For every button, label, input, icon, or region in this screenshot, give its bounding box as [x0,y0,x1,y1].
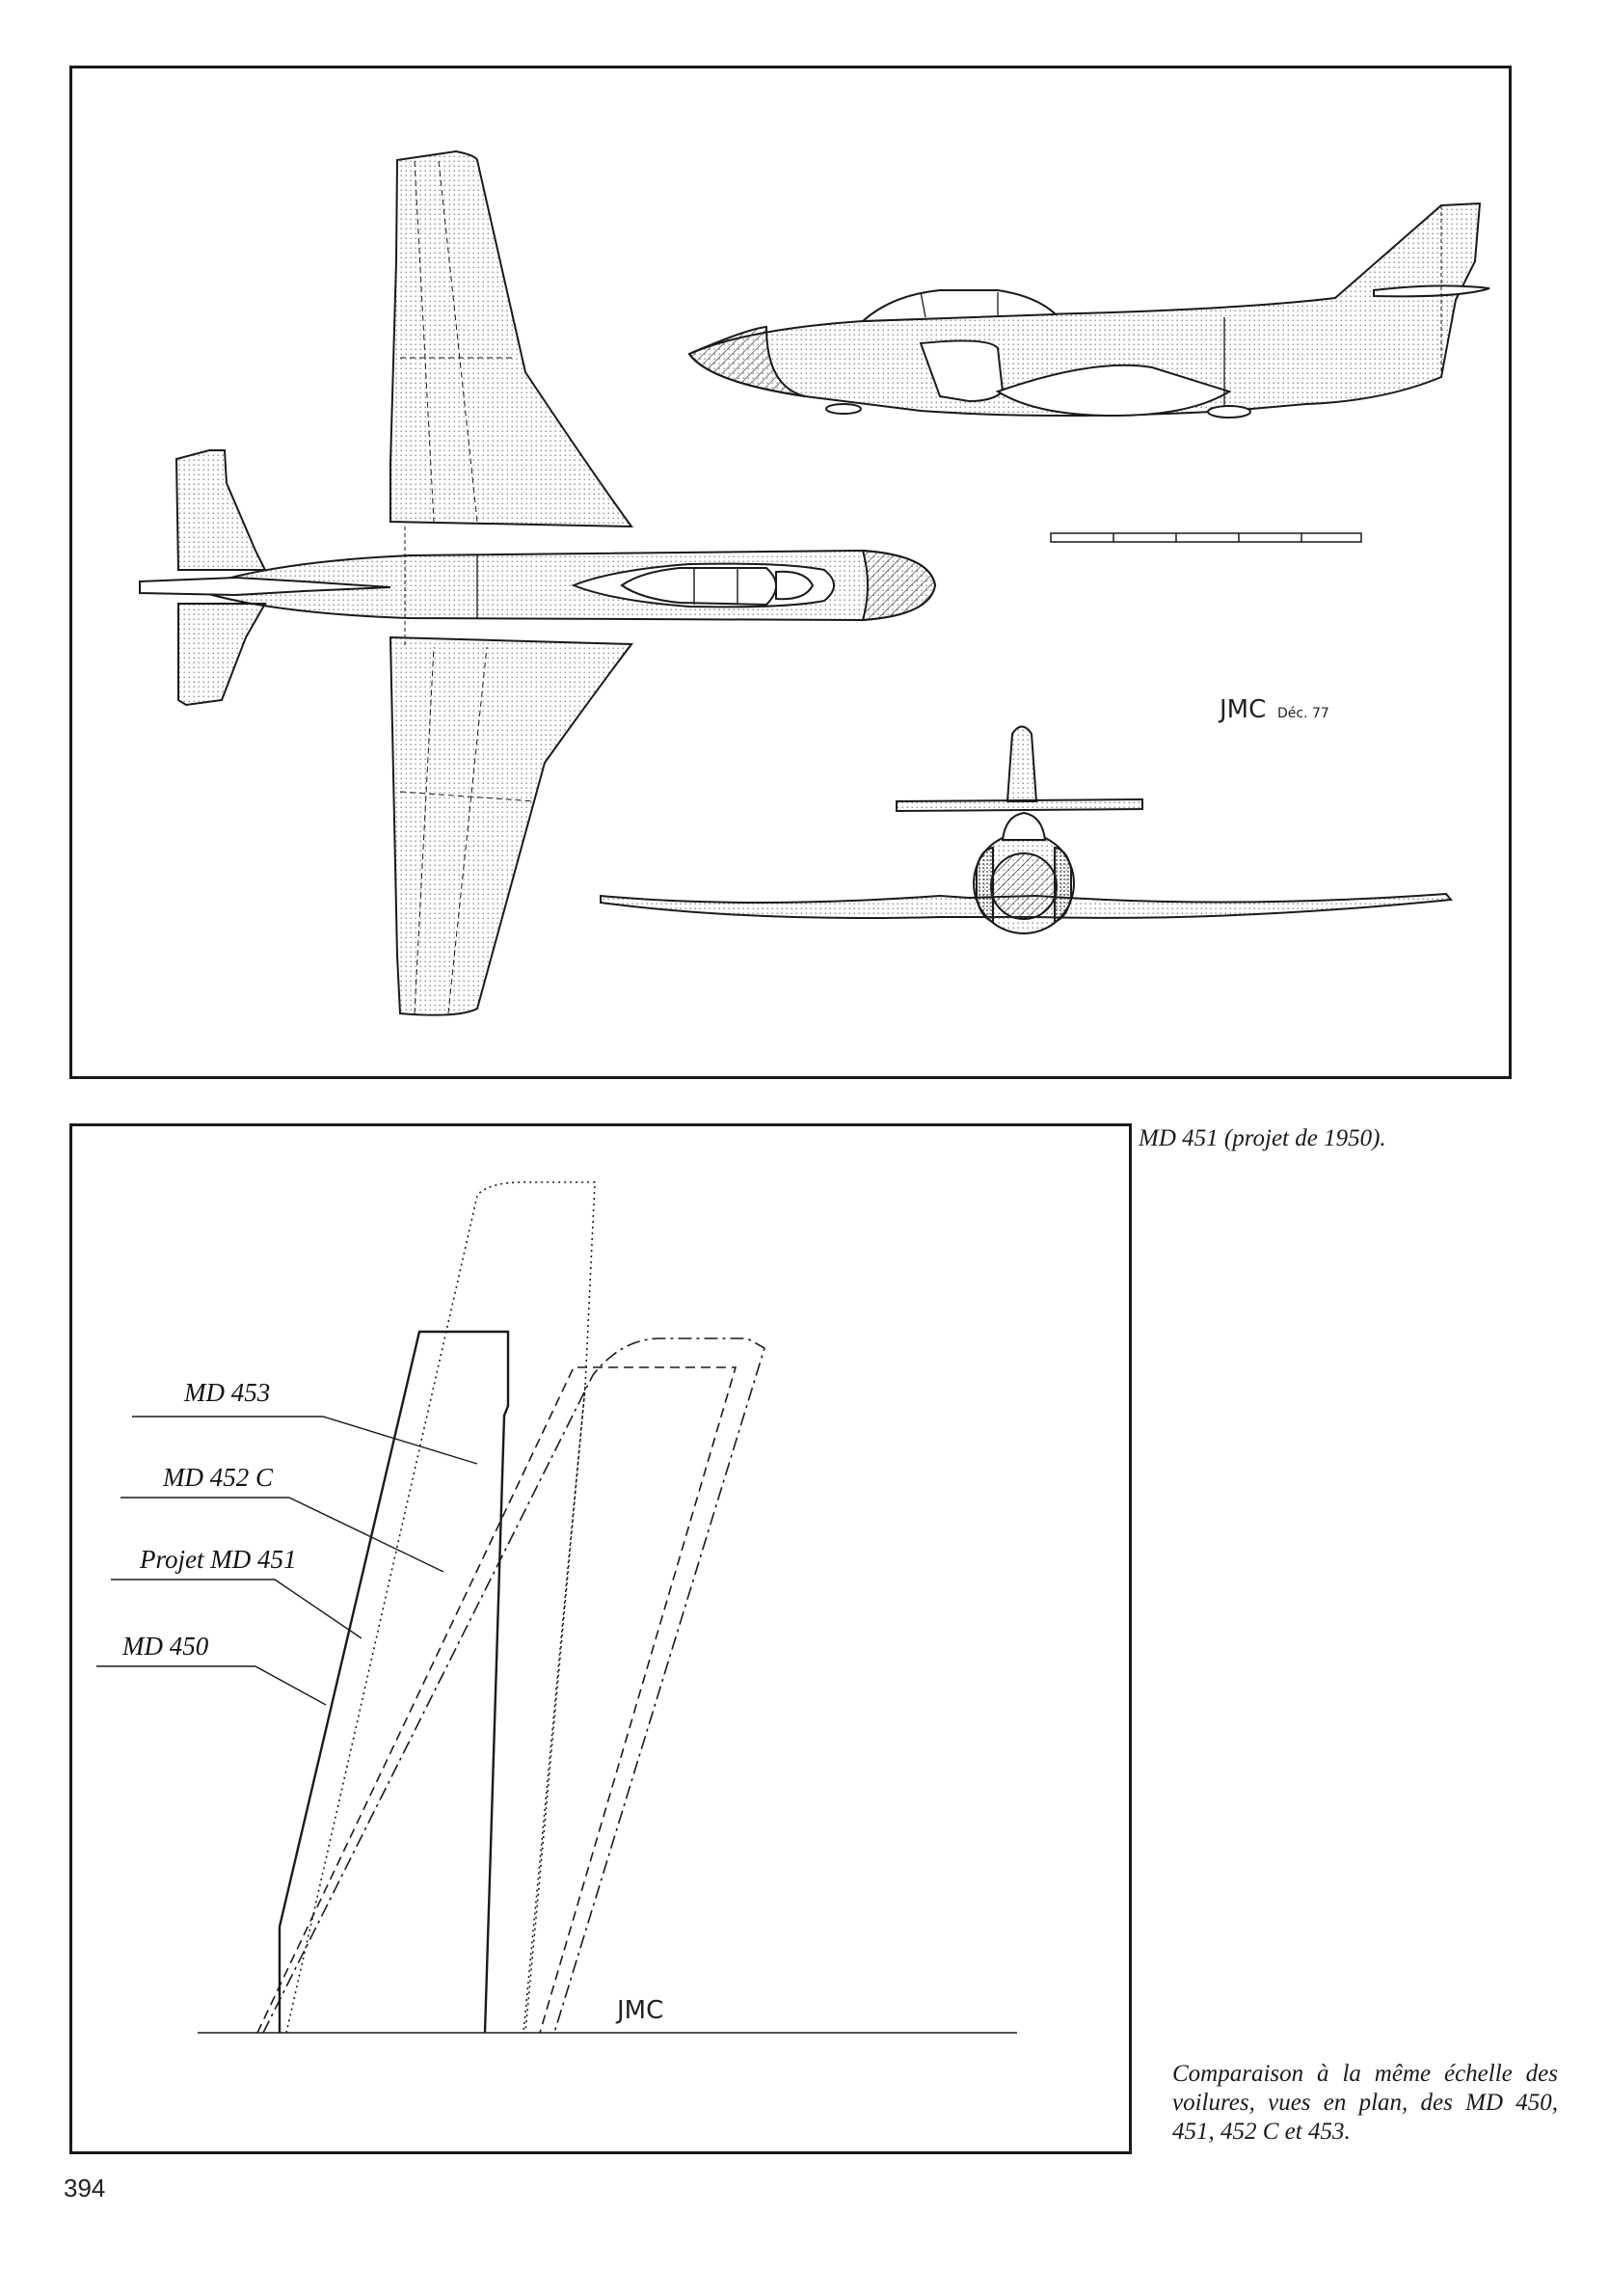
leader-md453 [132,1416,478,1465]
label-md453: MD 453 [183,1378,270,1407]
plan-view [139,149,937,1016]
md453-planform [256,1366,737,2034]
label-md452c: MD 452 C [162,1463,274,1492]
scale-bar [1050,532,1362,543]
front-view [600,725,1453,934]
wing-labels: MD 453 MD 452 C Projet MD 451 MD 450 [121,1378,296,1661]
label-md450: MD 450 [121,1632,209,1661]
md450-planform [278,1330,510,2034]
wing-comparison-frame: MD 453 MD 452 C Projet MD 451 MD 450 JMC [69,1123,1132,2154]
wing-comparison-drawing: MD 453 MD 452 C Projet MD 451 MD 450 JMC [96,1181,1017,2034]
leader-md450 [96,1665,327,1706]
figure-caption-bottom: Comparaison à la même échelle des voilur… [1172,2061,1558,2145]
side-view [687,202,1490,419]
signature-text: JMC [1218,695,1266,724]
figure-caption-top: MD 451 (projet de 1950). [1139,1125,1386,1151]
page-number: 394 [64,2174,106,2202]
signature-date: Déc. 77 [1277,706,1329,721]
three-view-drawing: JMC Déc. 77 [139,149,1490,1016]
drawing-signature: JMC Déc. 77 [1218,695,1329,724]
leader-md452c [121,1497,444,1573]
label-md451: Projet MD 451 [139,1545,296,1574]
leader-md451 [111,1579,362,1639]
signature-bottom: JMC [615,1996,663,2025]
md452c-planform [262,1337,765,2034]
md451-planform [285,1181,596,2034]
three-view-drawing-frame: JMC Déc. 77 [69,66,1512,1079]
